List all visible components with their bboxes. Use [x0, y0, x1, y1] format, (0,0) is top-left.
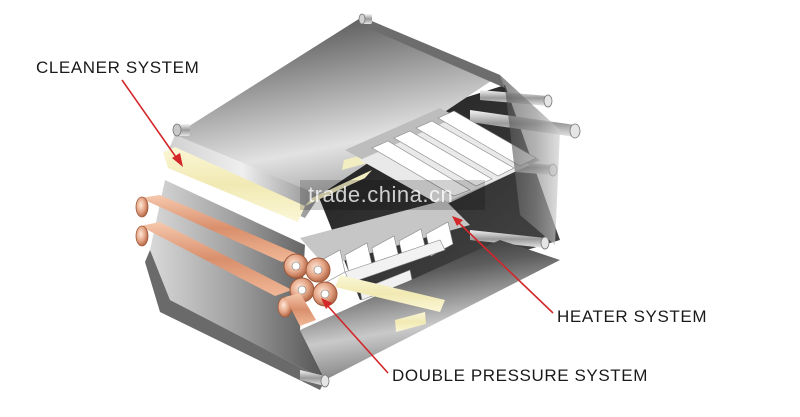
arrow-double-pressure	[321, 298, 389, 374]
double-pressure-rollers	[277, 253, 338, 326]
heater-system-label: HEATER SYSTEM	[557, 307, 708, 326]
top-rods	[172, 13, 372, 137]
lower-band	[335, 275, 445, 332]
double-pressure-system-label: DOUBLE PRESSURE SYSTEM	[392, 366, 648, 385]
watermark-band	[300, 180, 485, 210]
lower-rods	[300, 370, 330, 388]
heater-combs	[300, 108, 540, 301]
arrow-cleaner	[121, 79, 183, 167]
right-side-panel	[500, 75, 560, 245]
cleaner-system-label: CLEANER SYSTEM	[36, 58, 200, 77]
watermark: trade.china.cn	[308, 182, 454, 207]
arrow-heater	[452, 216, 554, 314]
copper-rollers	[135, 195, 300, 296]
